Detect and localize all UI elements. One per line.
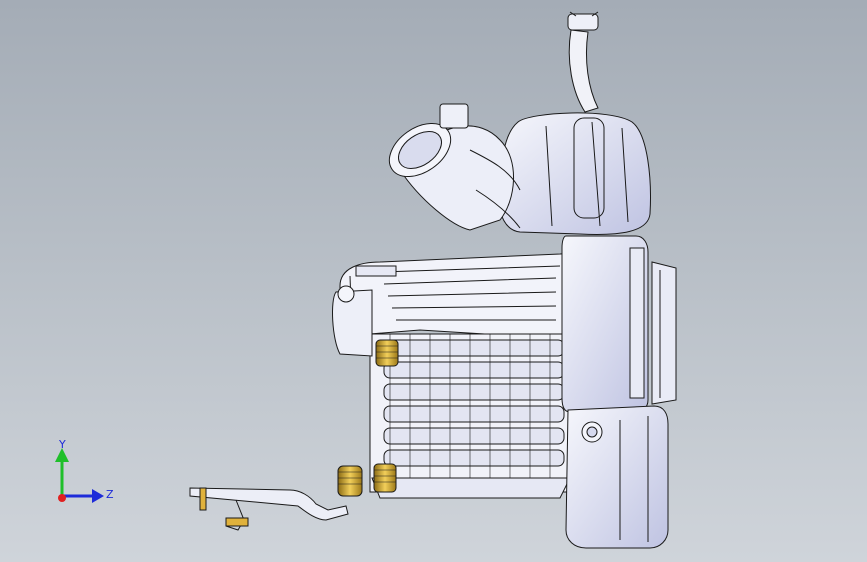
intake-plenum[interactable] (339, 253, 599, 340)
right-tank-upper[interactable] (561, 235, 677, 413)
brass-fitting-lower-2[interactable] (337, 465, 363, 497)
bracket-bolt[interactable] (199, 487, 207, 511)
z-axis-arrowhead (92, 489, 104, 503)
radiator-core[interactable] (369, 333, 571, 499)
coordinate-triad: Y Z (55, 438, 114, 503)
side-housing[interactable] (332, 285, 373, 357)
coolant-hose[interactable] (567, 11, 599, 113)
x-axis-dot (58, 494, 66, 502)
z-axis-label: Z (106, 488, 114, 501)
sensor-connector[interactable] (439, 103, 469, 129)
mounting-bracket[interactable] (189, 487, 349, 531)
brass-fitting-upper[interactable] (375, 339, 399, 367)
brass-fitting-lower-1[interactable] (373, 463, 397, 493)
throttle-body[interactable] (380, 103, 521, 231)
bracket-nut[interactable] (225, 517, 249, 527)
y-axis-label: Y (58, 438, 66, 451)
y-axis-arrowhead (55, 448, 69, 462)
hose-clamp[interactable] (567, 13, 599, 31)
right-tank-lower[interactable] (565, 405, 669, 549)
upper-tank[interactable] (497, 112, 651, 235)
